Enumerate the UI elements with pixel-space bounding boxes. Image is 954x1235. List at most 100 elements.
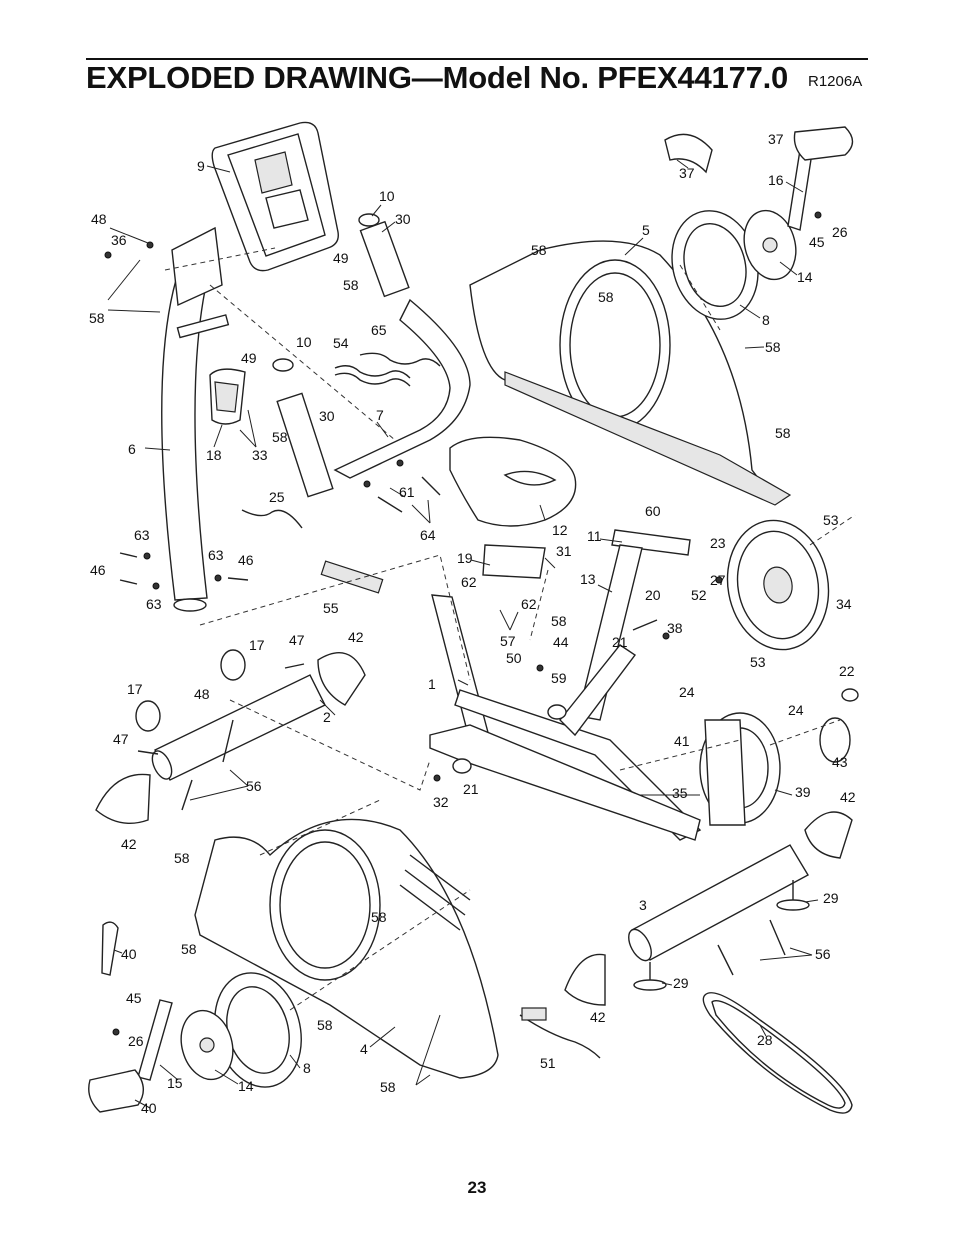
part-label: 58 bbox=[775, 425, 791, 441]
part-label: 41 bbox=[674, 733, 690, 749]
part-label: 55 bbox=[323, 600, 339, 616]
part-label: 49 bbox=[333, 250, 349, 266]
part-number-labels: 9 10 30 48 36 49 58 58 58 58 5 37 37 16 … bbox=[89, 131, 856, 1116]
part-label: 58 bbox=[272, 429, 288, 445]
part-label: 32 bbox=[433, 794, 449, 810]
part-label: 64 bbox=[420, 527, 436, 543]
part-label: 6 bbox=[128, 441, 136, 457]
belt-part-28 bbox=[702, 992, 853, 1114]
part-label: 58 bbox=[551, 613, 567, 629]
shield-rings-part-8 bbox=[214, 210, 759, 1088]
part-label: 42 bbox=[121, 836, 137, 852]
part-label: 37 bbox=[679, 165, 695, 181]
assembly-dashed-lines bbox=[164, 247, 856, 1011]
part-label: 42 bbox=[840, 789, 856, 805]
bottle-holder-part-18 bbox=[209, 368, 246, 425]
part-label: 58 bbox=[598, 289, 614, 305]
part-label: 26 bbox=[832, 224, 848, 240]
part-label: 10 bbox=[296, 334, 312, 350]
part-label: 21 bbox=[463, 781, 479, 797]
wire-harnesses bbox=[241, 352, 601, 1059]
frame-part-1 bbox=[429, 594, 702, 841]
part-label: 22 bbox=[839, 663, 855, 679]
part-label: 58 bbox=[317, 1017, 333, 1033]
page-number: 23 bbox=[467, 1178, 487, 1197]
part-label: 24 bbox=[679, 684, 695, 700]
part-label: 19 bbox=[457, 550, 473, 566]
part-label: 49 bbox=[241, 350, 257, 366]
hardware-bolts bbox=[104, 211, 822, 1036]
part-label: 60 bbox=[645, 503, 661, 519]
part-label: 29 bbox=[673, 975, 689, 991]
part-label: 45 bbox=[809, 234, 825, 250]
rear-stabilizer-part-3 bbox=[628, 844, 809, 962]
part-label: 13 bbox=[580, 571, 596, 587]
part-label: 58 bbox=[174, 850, 190, 866]
flywheel-part-39 bbox=[699, 688, 859, 826]
part-label: 63 bbox=[208, 547, 224, 563]
part-label: 27 bbox=[710, 572, 726, 588]
part-label: 40 bbox=[121, 946, 137, 962]
part-label: 36 bbox=[111, 232, 127, 248]
part-label: 14 bbox=[797, 269, 813, 285]
wheels-part-17 bbox=[135, 649, 246, 732]
front-stabilizer-part-2 bbox=[151, 674, 326, 781]
part-label: 47 bbox=[289, 632, 305, 648]
part-label: 47 bbox=[113, 731, 129, 747]
part-label: 20 bbox=[645, 587, 661, 603]
part-label: 54 bbox=[333, 335, 349, 351]
part-label: 56 bbox=[815, 946, 831, 962]
part-label: 44 bbox=[553, 634, 569, 650]
part-label: 59 bbox=[551, 670, 567, 686]
pulley-part-34 bbox=[726, 519, 830, 651]
part-label: 14 bbox=[238, 1078, 254, 1094]
part-label: 8 bbox=[303, 1060, 311, 1076]
page-title: EXPLODED DRAWING—Model No. PFEX44177.0 bbox=[86, 60, 789, 95]
part-label: 45 bbox=[126, 990, 142, 1006]
part-label: 31 bbox=[556, 543, 572, 559]
part-label: 61 bbox=[399, 484, 415, 500]
part-label: 12 bbox=[552, 522, 568, 538]
part-label: 21 bbox=[612, 634, 628, 650]
console-part-9 bbox=[211, 121, 339, 272]
part-label: 51 bbox=[540, 1055, 556, 1071]
part-label: 48 bbox=[194, 686, 210, 702]
part-label: 50 bbox=[506, 650, 522, 666]
part-label: 39 bbox=[795, 784, 811, 800]
part-label: 25 bbox=[269, 489, 285, 505]
part-label: 30 bbox=[319, 408, 335, 424]
crank-arms-pedals bbox=[88, 126, 854, 1113]
part-label: 4 bbox=[360, 1041, 368, 1057]
part-label: 24 bbox=[788, 702, 804, 718]
part-label: 58 bbox=[765, 339, 781, 355]
part-label: 15 bbox=[167, 1075, 183, 1091]
part-label: 33 bbox=[252, 447, 268, 463]
feet-part-29 bbox=[633, 880, 810, 991]
part-label: 16 bbox=[768, 172, 784, 188]
part-label: 5 bbox=[642, 222, 650, 238]
part-label: 58 bbox=[371, 909, 387, 925]
header-rule bbox=[86, 58, 868, 60]
part-label: 1 bbox=[428, 676, 436, 692]
part-label: 17 bbox=[127, 681, 143, 697]
part-label: 58 bbox=[181, 941, 197, 957]
seat-post-part-13 bbox=[482, 529, 691, 721]
endcaps-part-42 bbox=[95, 652, 853, 1006]
part-label: 30 bbox=[395, 211, 411, 227]
part-label: 3 bbox=[639, 897, 647, 913]
part-label: 57 bbox=[500, 633, 516, 649]
part-label: 58 bbox=[380, 1079, 396, 1095]
seat-part-12 bbox=[449, 436, 577, 527]
part-label: 37 bbox=[768, 131, 784, 147]
part-label: 53 bbox=[750, 654, 766, 670]
part-label: 58 bbox=[89, 310, 105, 326]
handlebar-part-7 bbox=[272, 213, 471, 498]
part-label: 26 bbox=[128, 1033, 144, 1049]
part-label: 46 bbox=[90, 562, 106, 578]
part-label: 40 bbox=[141, 1100, 157, 1116]
part-label: 63 bbox=[134, 527, 150, 543]
part-label: 35 bbox=[672, 785, 688, 801]
part-label: 53 bbox=[823, 512, 839, 528]
part-label: 10 bbox=[379, 188, 395, 204]
part-label: 2 bbox=[323, 709, 331, 725]
